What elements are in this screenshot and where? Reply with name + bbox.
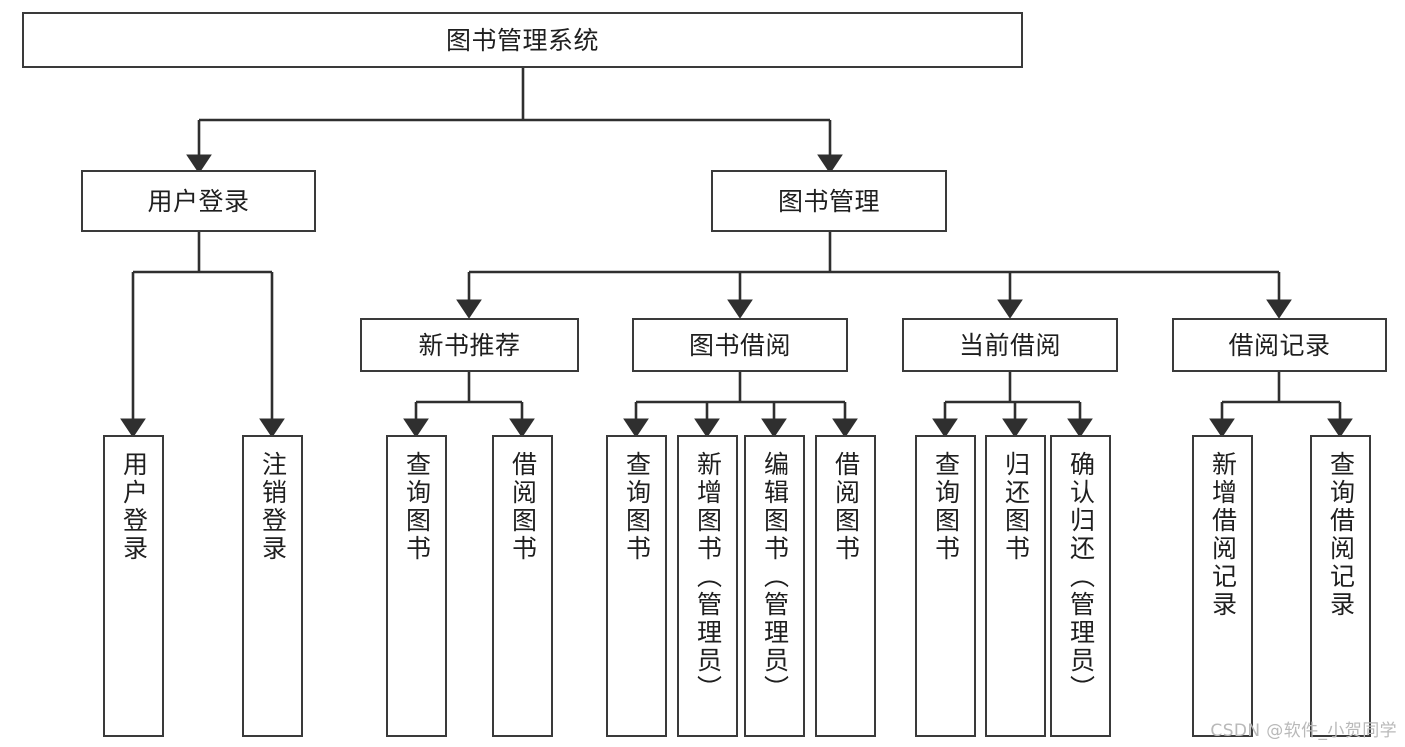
node-leaf-borrow-add-book-label: 新增图书（管理员） [693, 451, 723, 703]
node-borrow-record-label: 借阅记录 [1228, 330, 1331, 360]
node-leaf-borrow-add-book[interactable]: 新增图书（管理员） [677, 435, 738, 737]
node-leaf-current-return-book[interactable]: 归还图书 [985, 435, 1046, 737]
node-root-system[interactable]: 图书管理系统 [22, 12, 1023, 68]
node-leaf-record-query-record-label: 查询借阅记录 [1326, 451, 1356, 619]
node-leaf-current-confirm-return[interactable]: 确认归还（管理员） [1050, 435, 1111, 737]
node-new-book-recommend-label: 新书推荐 [418, 330, 521, 360]
node-leaf-user-login-logout[interactable]: 注销登录 [242, 435, 303, 737]
node-leaf-user-login-login-label: 用户登录 [119, 451, 149, 563]
node-book-borrow[interactable]: 图书借阅 [632, 318, 848, 372]
node-leaf-current-confirm-return-label: 确认归还（管理员） [1066, 451, 1096, 703]
node-leaf-record-query-record[interactable]: 查询借阅记录 [1310, 435, 1371, 737]
node-leaf-borrow-query-book-label: 查询图书 [622, 451, 652, 563]
node-leaf-borrow-borrow-book[interactable]: 借阅图书 [815, 435, 876, 737]
node-leaf-borrow-edit-book-label: 编辑图书（管理员） [760, 451, 790, 703]
node-leaf-user-login-logout-label: 注销登录 [258, 451, 288, 563]
node-leaf-borrow-borrow-book-label: 借阅图书 [831, 451, 861, 563]
node-book-borrow-label: 图书借阅 [688, 330, 791, 360]
node-leaf-current-return-book-label: 归还图书 [1001, 451, 1031, 563]
node-user-login-label: 用户登录 [147, 186, 250, 216]
node-leaf-newbook-borrow-book-label: 借阅图书 [508, 451, 538, 563]
node-leaf-record-add-record[interactable]: 新增借阅记录 [1192, 435, 1253, 737]
node-leaf-borrow-edit-book[interactable]: 编辑图书（管理员） [744, 435, 805, 737]
node-leaf-newbook-query-book[interactable]: 查询图书 [386, 435, 447, 737]
node-leaf-newbook-query-book-label: 查询图书 [402, 451, 432, 563]
node-leaf-current-query-book[interactable]: 查询图书 [915, 435, 976, 737]
node-borrow-record[interactable]: 借阅记录 [1172, 318, 1387, 372]
node-leaf-newbook-borrow-book[interactable]: 借阅图书 [492, 435, 553, 737]
watermark-text: CSDN @软件_小贺同学 [1210, 721, 1397, 741]
node-leaf-user-login-login[interactable]: 用户登录 [103, 435, 164, 737]
node-book-manage[interactable]: 图书管理 [711, 170, 947, 232]
node-leaf-record-add-record-label: 新增借阅记录 [1208, 451, 1238, 619]
node-current-borrow[interactable]: 当前借阅 [902, 318, 1118, 372]
node-root-system-label: 图书管理系统 [445, 25, 599, 55]
node-leaf-borrow-query-book[interactable]: 查询图书 [606, 435, 667, 737]
node-book-manage-label: 图书管理 [777, 186, 880, 216]
node-current-borrow-label: 当前借阅 [958, 330, 1061, 360]
node-new-book-recommend[interactable]: 新书推荐 [360, 318, 579, 372]
node-user-login[interactable]: 用户登录 [81, 170, 316, 232]
node-leaf-current-query-book-label: 查询图书 [931, 451, 961, 563]
